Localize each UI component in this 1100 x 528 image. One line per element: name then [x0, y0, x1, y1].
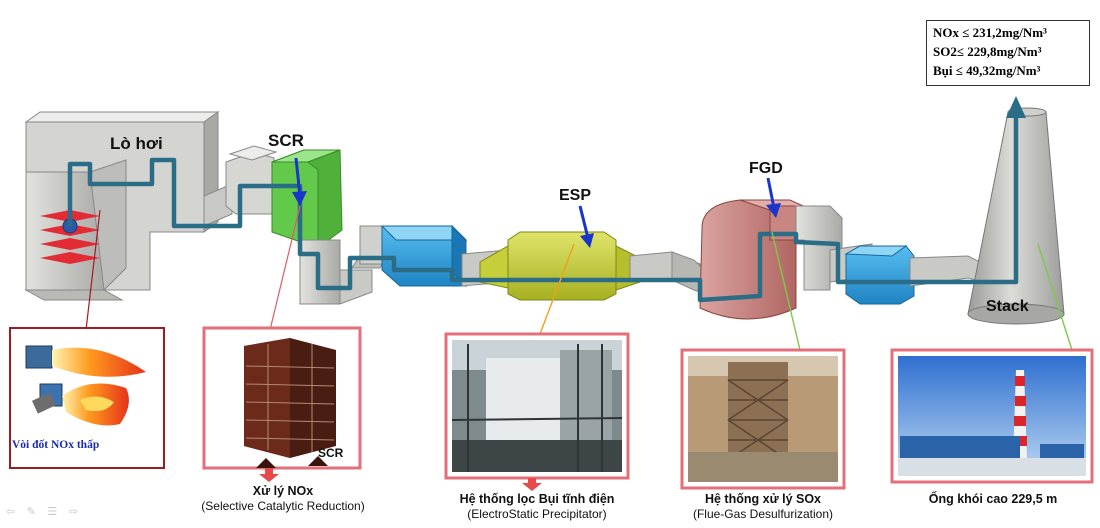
emissions-box: NOx ≤ 231,2mg/Nm³ SO2≤ 229,8mg/Nm³ Bụi ≤…: [926, 20, 1090, 86]
esp-caption: Hệ thống lọc Bụi tĩnh điện (ElectroStati…: [430, 492, 644, 521]
scr-caption-subtitle: (Selective Catalytic Reduction): [178, 499, 388, 513]
scr-photo-label: SCR: [318, 446, 343, 460]
esp-caption-title: Hệ thống lọc Bụi tĩnh điện: [430, 492, 644, 506]
fgd-caption-title: Hệ thống xử lý SOx: [676, 492, 850, 506]
fgd-photo-frame: [682, 350, 844, 488]
fgd-label: FGD: [749, 160, 783, 178]
slide-controls[interactable]: ⇦ ✎ ☰ ⇨: [6, 505, 82, 518]
burner-photo-label: Vòi đốt NOx thấp: [12, 439, 99, 451]
emission-dust: Bụi ≤ 49,32mg/Nm³: [933, 61, 1089, 80]
esp-unit: [480, 232, 640, 300]
scr-unit: [272, 150, 342, 248]
stack-caption-title: Ống khói cao 229,5 m: [908, 492, 1078, 506]
stack-caption: Ống khói cao 229,5 m: [908, 492, 1078, 506]
scr-caption: Xử lý NOx (Selective Catalytic Reduction…: [178, 484, 388, 513]
emission-nox: NOx ≤ 231,2mg/Nm³: [933, 23, 1089, 42]
fgd-unit: [700, 200, 812, 319]
stack-label: Stack: [986, 298, 1029, 316]
fgd-caption-subtitle: (Flue-Gas Desulfurization): [676, 507, 850, 521]
scr-caption-title: Xử lý NOx: [178, 484, 388, 498]
esp-photo-frame: [446, 334, 628, 478]
up-arrow-icon: [1006, 96, 1026, 118]
esp-caption-subtitle: (ElectroStatic Precipitator): [430, 507, 644, 521]
boiler-label: Lò hơi: [110, 134, 163, 154]
emission-so2: SO2≤ 229,8mg/Nm³: [933, 42, 1089, 61]
esp-label: ESP: [559, 187, 591, 205]
heat-exchanger-2: [846, 246, 914, 304]
scr-label: SCR: [268, 131, 304, 151]
down-arrow-icon: [522, 478, 542, 491]
down-arrow-icon: [259, 468, 279, 482]
fgd-caption: Hệ thống xử lý SOx (Flue-Gas Desulfuriza…: [676, 492, 850, 521]
stack-photo-frame: [892, 350, 1092, 482]
